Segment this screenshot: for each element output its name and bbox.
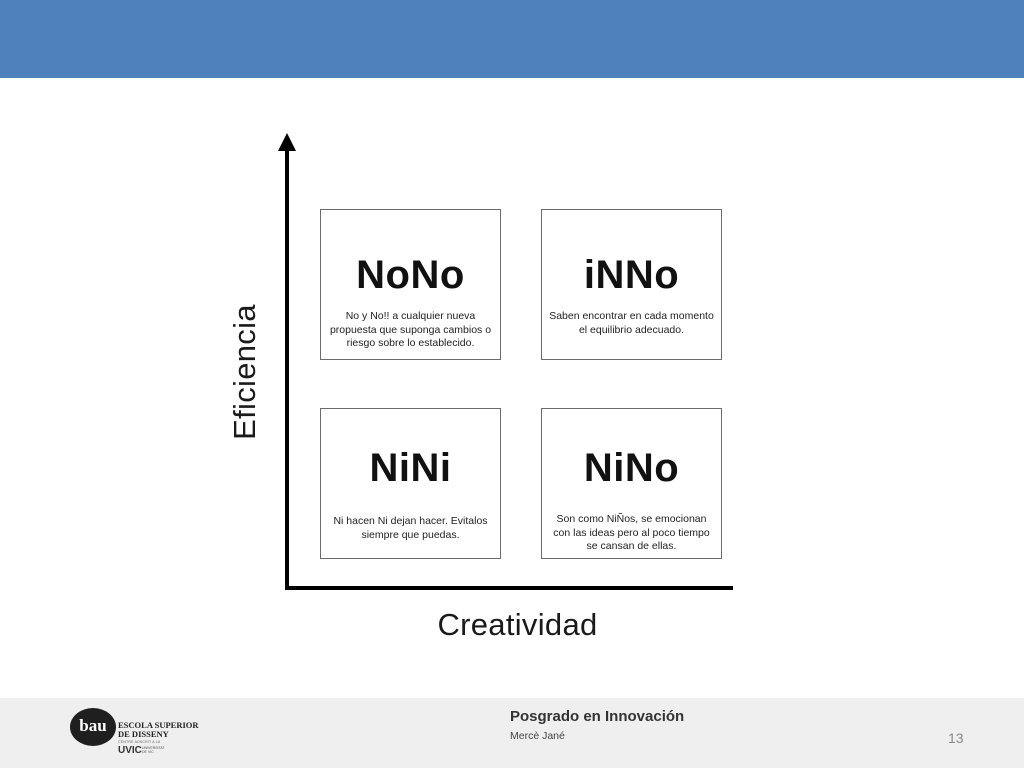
quadrant-title: NiNo <box>583 446 680 490</box>
uvic-mark: UVIC <box>118 745 142 756</box>
quadrant-title: iNNo <box>583 253 680 297</box>
bau-logo-mark: bau <box>70 708 116 746</box>
school-name-line1: ESCOLA SUPERIOR <box>118 720 199 730</box>
quadrant-nino: NiNo Son como NiÑos, se emocionan con la… <box>541 408 722 559</box>
quadrant-description: Son como NiÑos, se emocionan con las ide… <box>553 513 710 552</box>
quadrant-title: NoNo <box>356 253 465 297</box>
quadrant-nono: NoNo No y No!! a cualquier nueva propues… <box>320 209 501 360</box>
efficiency-creativity-matrix: Eficiencia Creatividad NoNo No y No!! a … <box>227 133 733 642</box>
quadrant-inno: iNNo Saben encontrar en cada momento el … <box>541 209 722 360</box>
quadrant-title: NiNi <box>369 446 452 490</box>
author-name: Mercè Jané <box>510 730 565 742</box>
footer: bau ESCOLA SUPERIOR DE DISSENY CENTRE AD… <box>0 698 1024 768</box>
x-axis-line <box>285 586 733 590</box>
university-name-line1: UNIVERSITAT <box>142 746 165 750</box>
quadrant-description: Ni hacen Ni dejan hacer. Evitalos siempr… <box>333 515 488 541</box>
x-axis-label: Creatividad <box>437 607 598 642</box>
page-number: 13 <box>948 730 964 746</box>
y-axis-line <box>285 148 289 590</box>
y-axis-label: Eficiencia <box>227 304 262 440</box>
university-name-line2: DE VIC <box>142 750 154 754</box>
logo-tagline: CENTRE ADSCRIT A LA <box>118 740 161 744</box>
school-logo: bau ESCOLA SUPERIOR DE DISSENY CENTRE AD… <box>70 708 200 758</box>
header-bar <box>0 0 1024 78</box>
y-axis-arrowhead <box>278 133 296 151</box>
school-name-line2: DE DISSENY <box>118 729 169 739</box>
quadrant-nini: NiNi Ni hacen Ni dejan hacer. Evitalos s… <box>320 408 501 559</box>
school-name: ESCOLA SUPERIOR DE DISSENY <box>118 721 199 739</box>
university-name: UNIVERSITAT DE VIC <box>142 746 165 754</box>
quadrant-description: No y No!! a cualquier nueva propuesta qu… <box>329 310 492 349</box>
course-title: Posgrado en Innovación <box>510 708 685 725</box>
quadrant-description: Saben encontrar en cada momento el equil… <box>549 310 714 336</box>
